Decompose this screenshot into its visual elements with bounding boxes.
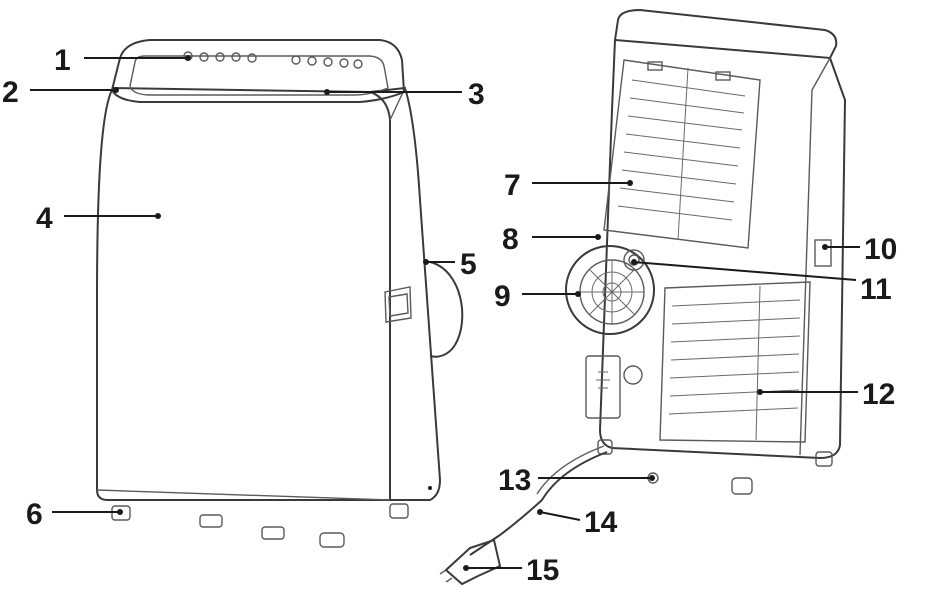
callout-9: 9 [494,280,511,313]
callout-2: 2 [2,76,19,109]
callout-1: 1 [54,44,71,77]
callout-11: 11 [860,273,892,306]
callout-5: 5 [460,248,477,281]
callout-8: 8 [502,223,519,256]
callout-12: 12 [862,378,895,411]
leader-lines [30,55,860,571]
callout-7: 7 [504,169,521,202]
callout-15: 15 [526,554,559,587]
rear-unit-illustration [439,8,847,586]
callout-10: 10 [864,233,897,266]
callout-14: 14 [584,506,618,539]
callout-3: 3 [468,78,485,111]
callout-4: 4 [36,202,53,235]
callout-6: 6 [26,498,43,531]
control-panel-buttons [183,51,363,69]
callout-13: 13 [498,464,531,497]
front-unit-illustration [96,39,464,548]
callout-labels: 1 2 3 4 5 6 7 8 9 10 11 12 13 14 15 [2,44,897,587]
